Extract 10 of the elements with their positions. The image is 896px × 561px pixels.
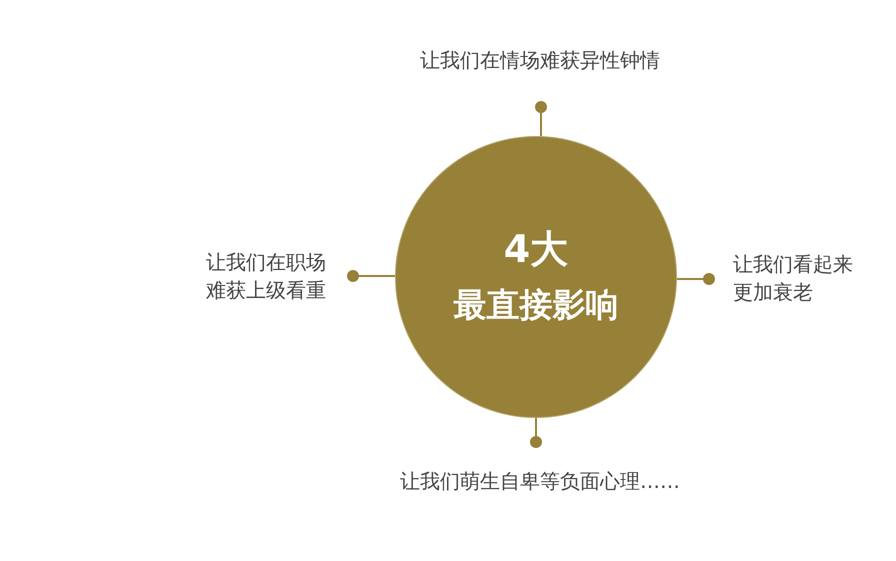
connector-line: [530, 418, 542, 448]
effect-text: 让我们萌生自卑等负面心理……: [370, 448, 710, 500]
effect-text: 让我们在职场难获上级看重: [196, 240, 347, 312]
connector-line: [347, 270, 395, 282]
circle-subheading: 最直接影响: [454, 284, 618, 326]
connector-line: [535, 101, 547, 136]
effect-text: 让我们在情场难获异性钟情: [370, 40, 710, 101]
circle-heading: 4大: [504, 226, 568, 273]
connector-line: [676, 273, 715, 285]
effect-text: 让我们看起来更加衰老: [715, 245, 865, 310]
